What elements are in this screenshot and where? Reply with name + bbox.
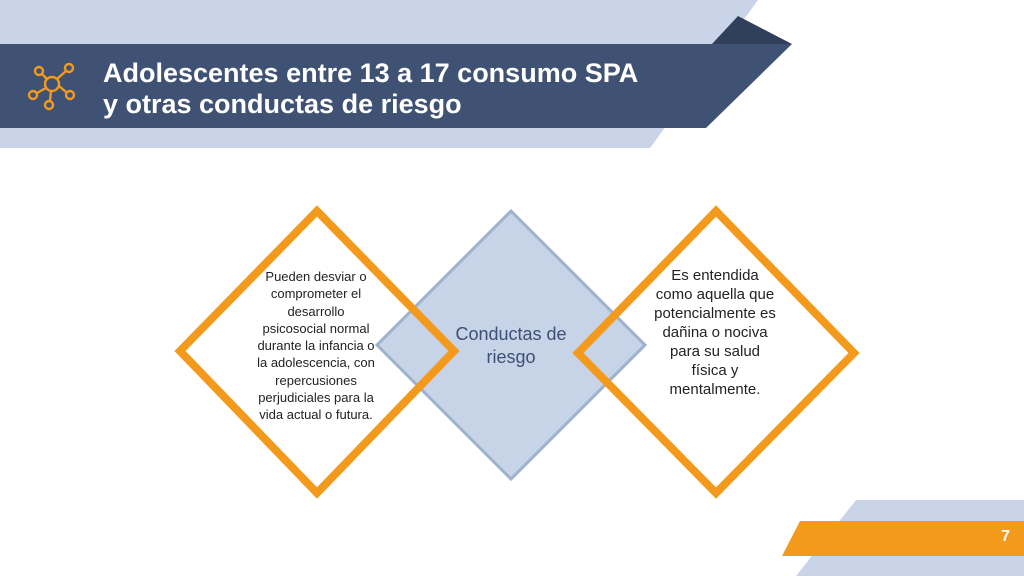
right-description: Es entendida como aquella que potencialm… (654, 267, 776, 398)
footer-orange-band (782, 521, 1024, 556)
page-title: Adolescentes entre 13 a 17 consumo SPA y… (103, 58, 723, 120)
title-line-2: y otras conductas de riesgo (103, 89, 462, 119)
center-diamond (374, 208, 648, 482)
title-line-1: Adolescentes entre 13 a 17 consumo SPA (103, 58, 639, 88)
page-number: 7 (1001, 528, 1010, 545)
header-dark-band (0, 44, 792, 128)
center-label: Conductas de riesgo (455, 324, 567, 367)
network-nodes-icon (27, 62, 76, 111)
right-diamond (572, 205, 860, 499)
left-diamond (174, 205, 460, 499)
left-description: Pueden desviar o comprometer el desarrol… (257, 269, 375, 423)
header-accent-triangle (712, 16, 792, 44)
